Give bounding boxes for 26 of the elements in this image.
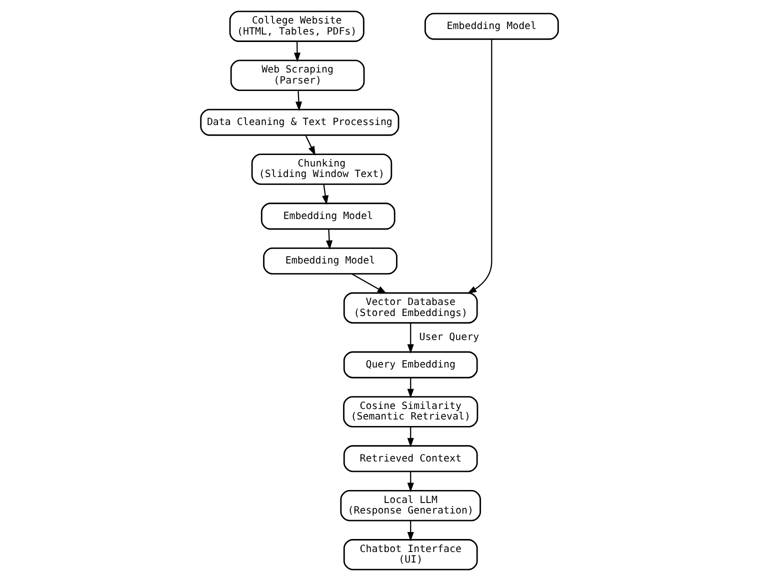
node-box: Chatbot Interface (UI) bbox=[343, 539, 478, 570]
arrow bbox=[407, 322, 414, 354]
arrow bbox=[467, 39, 492, 294]
arrow bbox=[295, 90, 302, 112]
arrow bbox=[326, 229, 333, 250]
arrow bbox=[407, 520, 414, 542]
arrow bbox=[294, 41, 301, 62]
node-box: Chunking (Sliding Window Text) bbox=[251, 154, 392, 185]
node-box: Embedding Model bbox=[260, 202, 396, 230]
node-box: College Website (HTML, Tables, PDFs) bbox=[229, 10, 364, 42]
node-box: Query Embedding bbox=[343, 351, 478, 378]
node-box: Cosine Similarity (Semantic Retrieval) bbox=[343, 396, 478, 428]
arrow bbox=[407, 426, 414, 448]
arrow bbox=[407, 472, 414, 492]
arrow bbox=[305, 135, 316, 156]
node-box: Embedding Model bbox=[424, 12, 559, 40]
arrow bbox=[407, 378, 414, 398]
arrow bbox=[352, 273, 387, 294]
arrow bbox=[322, 184, 329, 205]
node-box: Local LLM (Response Generation) bbox=[340, 490, 481, 522]
node-box: Embedding Model bbox=[263, 247, 398, 274]
edge-label: User Query bbox=[419, 332, 480, 344]
node-box: Retrieved Context bbox=[343, 445, 478, 472]
node-box: Web Scraping (Parser) bbox=[230, 60, 365, 92]
node-box: Vector Database (Stored Embeddings) bbox=[343, 292, 478, 324]
node-box: Data Cleaning & Text Processing bbox=[200, 108, 400, 136]
